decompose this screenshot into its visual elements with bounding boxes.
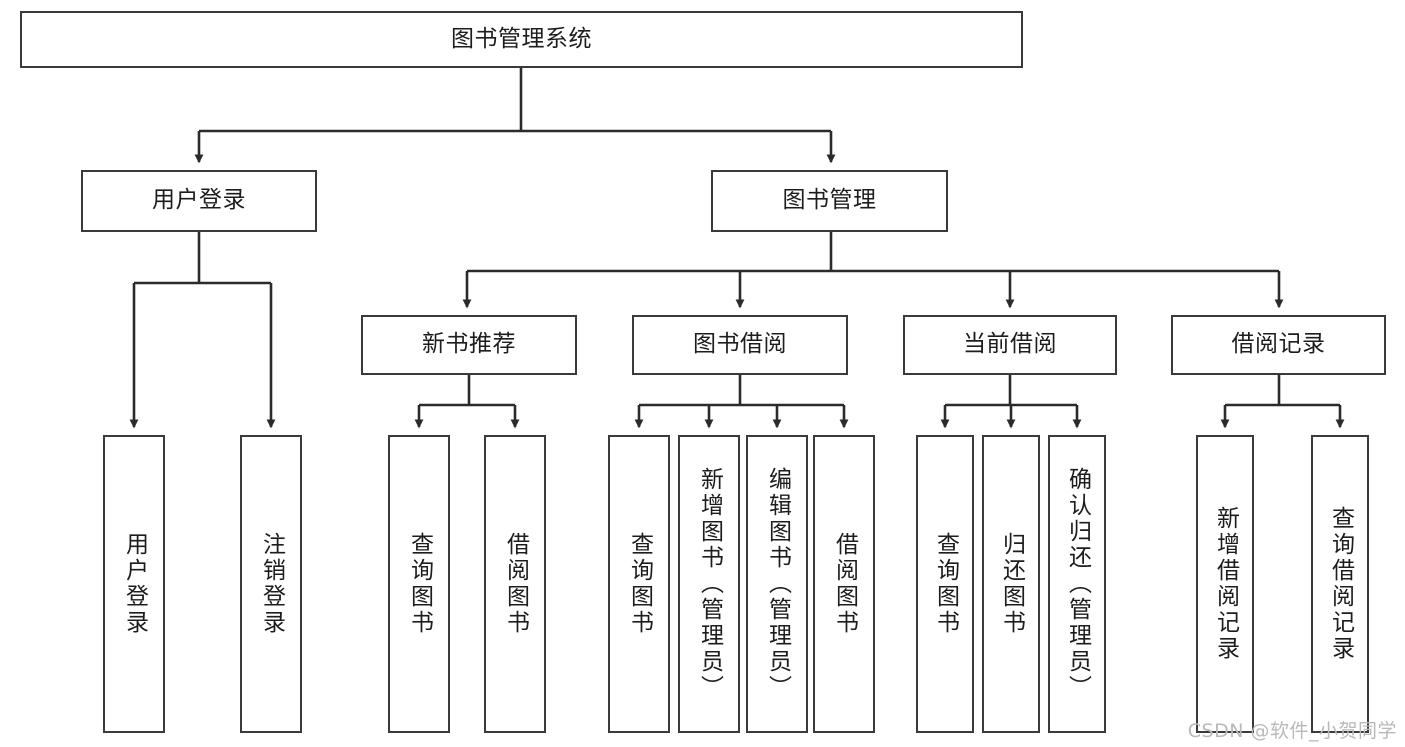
- node-root[interactable]: 图书管理系统: [20, 11, 1023, 68]
- node-user-login-label: 用户登录: [152, 187, 246, 214]
- node-leaf-user-login-label: 用户登录: [121, 532, 148, 636]
- node-leaf-edit-book-admin-label: 编辑图书（管理员）: [764, 467, 791, 701]
- node-leaf-query-book-rec[interactable]: 查询图书: [388, 435, 450, 733]
- node-book-management-label: 图书管理: [782, 187, 877, 214]
- node-leaf-return-book[interactable]: 归还图书: [982, 435, 1040, 733]
- node-leaf-confirm-return-admin-label: 确认归还（管理员）: [1064, 467, 1091, 701]
- node-leaf-confirm-return-admin[interactable]: 确认归还（管理员）: [1048, 435, 1106, 733]
- node-leaf-borrow-book-label: 借阅图书: [831, 532, 858, 636]
- node-borrow-record[interactable]: 借阅记录: [1171, 315, 1386, 375]
- node-leaf-query-book-rec-label: 查询图书: [406, 532, 433, 636]
- node-new-book-recommend-label: 新书推荐: [422, 331, 516, 358]
- node-leaf-return-book-label: 归还图书: [998, 532, 1025, 636]
- node-leaf-query-book-borrow-label: 查询图书: [626, 532, 653, 636]
- node-leaf-logout[interactable]: 注销登录: [240, 435, 302, 733]
- csdn-watermark: CSDN @软件_小贺同学: [1187, 720, 1397, 742]
- node-leaf-add-book-admin-label: 新增图书（管理员）: [696, 467, 723, 701]
- node-borrow-record-label: 借阅记录: [1231, 331, 1326, 358]
- node-leaf-query-borrow-record-label: 查询借阅记录: [1327, 506, 1354, 662]
- node-leaf-edit-book-admin[interactable]: 编辑图书（管理员）: [746, 435, 808, 733]
- node-leaf-borrow-book-rec[interactable]: 借阅图书: [484, 435, 546, 733]
- node-leaf-user-login[interactable]: 用户登录: [103, 435, 165, 733]
- node-leaf-add-borrow-record[interactable]: 新增借阅记录: [1196, 435, 1254, 733]
- node-leaf-query-book-current[interactable]: 查询图书: [916, 435, 974, 733]
- node-leaf-add-borrow-record-label: 新增借阅记录: [1212, 506, 1239, 662]
- node-book-borrow[interactable]: 图书借阅: [632, 315, 848, 375]
- node-current-borrow-label: 当前借阅: [963, 331, 1057, 358]
- node-current-borrow[interactable]: 当前借阅: [903, 315, 1117, 375]
- node-root-label: 图书管理系统: [451, 25, 592, 52]
- node-book-management[interactable]: 图书管理: [711, 170, 948, 232]
- node-leaf-borrow-book-rec-label: 借阅图书: [502, 532, 529, 636]
- node-leaf-add-book-admin[interactable]: 新增图书（管理员）: [678, 435, 740, 733]
- node-user-login[interactable]: 用户登录: [81, 170, 317, 232]
- node-leaf-logout-label: 注销登录: [258, 532, 285, 636]
- node-leaf-borrow-book[interactable]: 借阅图书: [813, 435, 875, 733]
- node-leaf-query-borrow-record[interactable]: 查询借阅记录: [1311, 435, 1369, 733]
- node-book-borrow-label: 图书借阅: [693, 331, 787, 358]
- node-leaf-query-book-current-label: 查询图书: [932, 532, 959, 636]
- node-new-book-recommend[interactable]: 新书推荐: [361, 315, 577, 375]
- node-leaf-query-book-borrow[interactable]: 查询图书: [608, 435, 670, 733]
